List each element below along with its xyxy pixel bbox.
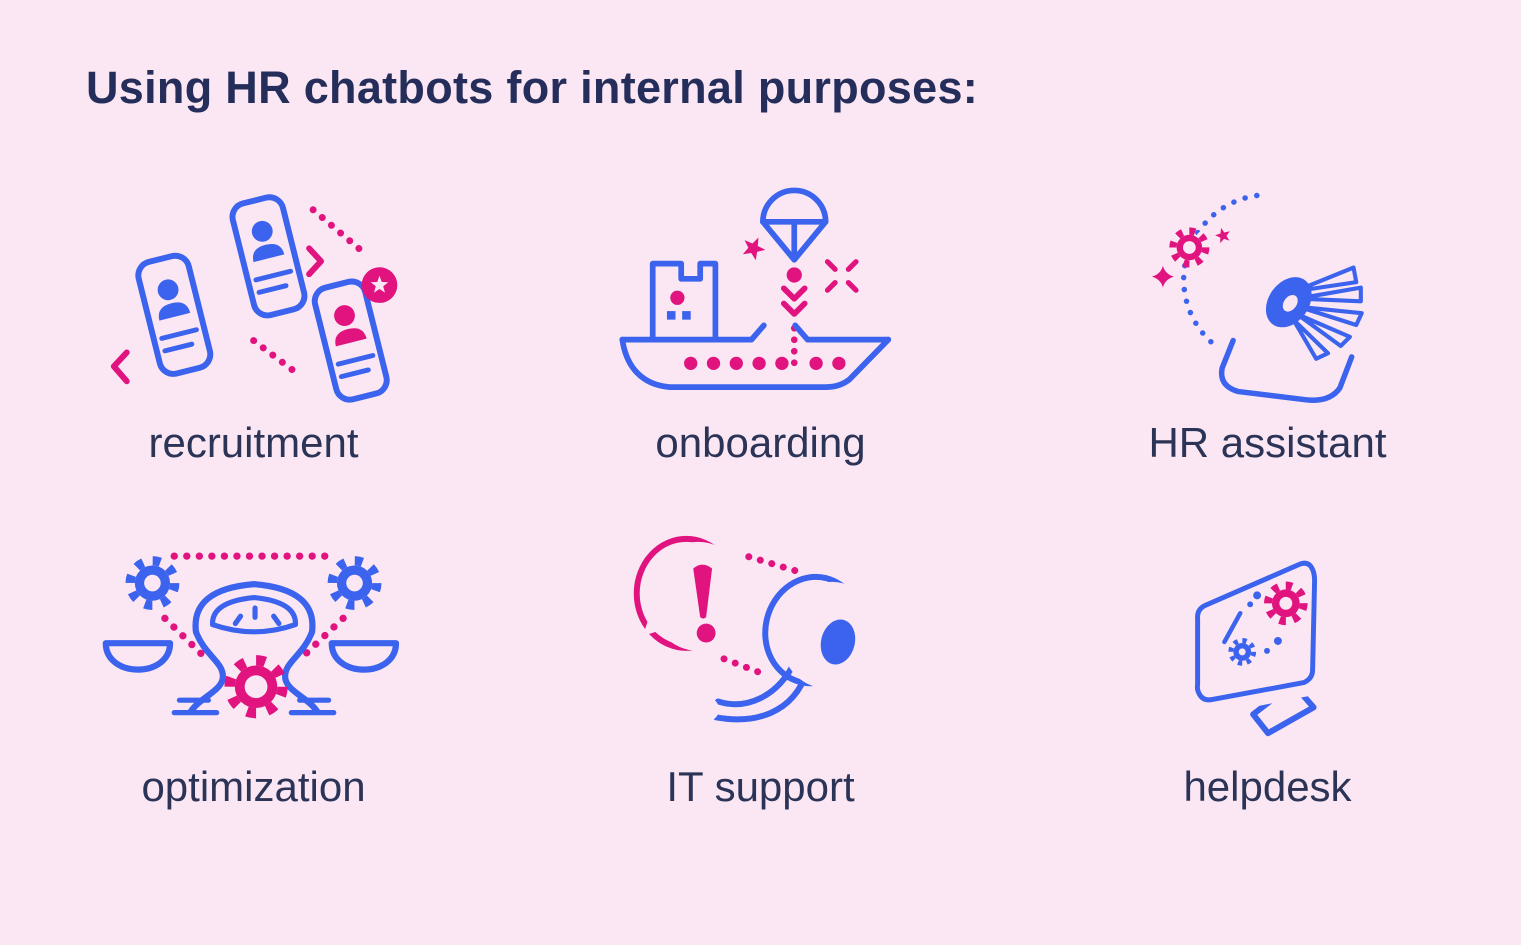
gear-icon	[223, 655, 288, 719]
scale-pan-right	[328, 640, 399, 673]
roller	[1191, 223, 1312, 328]
purpose-cell-hr-assistant: HR assistant	[1014, 180, 1521, 466]
gear-icon	[1169, 227, 1210, 268]
parachute-icon	[759, 187, 828, 263]
chevron-down-icon	[780, 285, 808, 302]
hr-assistant-printer-icon	[1151, 192, 1364, 403]
star-sparkle-icon	[742, 237, 765, 260]
ship-icon	[618, 260, 891, 390]
star-badge-icon	[361, 266, 398, 303]
scale-pan-left	[102, 640, 173, 673]
purpose-label: recruitment	[148, 418, 359, 466]
purpose-label: onboarding	[655, 418, 866, 466]
onboarding-ship-parachute-icon	[618, 187, 891, 390]
chevron-left-icon	[110, 349, 130, 384]
fanned-pages	[1290, 265, 1364, 361]
purpose-label: HR assistant	[1148, 418, 1387, 466]
monitor-frame	[1182, 546, 1328, 717]
monitor-screen	[1194, 560, 1317, 703]
purpose-label: IT support	[666, 762, 855, 810]
profile-card-selected	[311, 278, 390, 403]
page-title: Using HR chatbots for internal purposes:	[86, 62, 979, 113]
headset-icon	[695, 573, 877, 723]
star-sparkle-icon	[1214, 227, 1230, 243]
profile-card	[135, 252, 214, 377]
profile-card	[229, 194, 308, 319]
gear-icon	[327, 556, 381, 610]
chevron-down-icon	[780, 300, 808, 317]
chat-bubble-icon	[633, 535, 748, 651]
purpose-cell-optimization: optimization	[0, 524, 507, 810]
it-support-chat-headset-icon	[633, 535, 877, 723]
chevron-right-icon	[306, 245, 324, 277]
recruitment-cards-icon	[110, 194, 398, 403]
purpose-cell-recruitment: recruitment	[0, 180, 507, 466]
purpose-label: optimization	[141, 762, 366, 810]
purpose-cell-it-support: IT support	[507, 524, 1014, 810]
optimization-scale-gears-icon	[102, 552, 399, 719]
diamond-sparkle-icon	[1151, 265, 1174, 288]
exclamation-icon	[693, 564, 712, 619]
printer-base	[1218, 337, 1355, 403]
scale-icon	[102, 580, 399, 716]
purpose-label: helpdesk	[1183, 762, 1352, 810]
purpose-grid: recruitment	[0, 180, 1521, 810]
gear-icon	[124, 556, 179, 610]
x-sparkle-icon	[824, 258, 859, 293]
purpose-cell-helpdesk: helpdesk	[1014, 524, 1521, 810]
helpdesk-monitor-gears-icon	[1182, 546, 1328, 737]
purpose-cell-onboarding: onboarding	[507, 180, 1014, 466]
